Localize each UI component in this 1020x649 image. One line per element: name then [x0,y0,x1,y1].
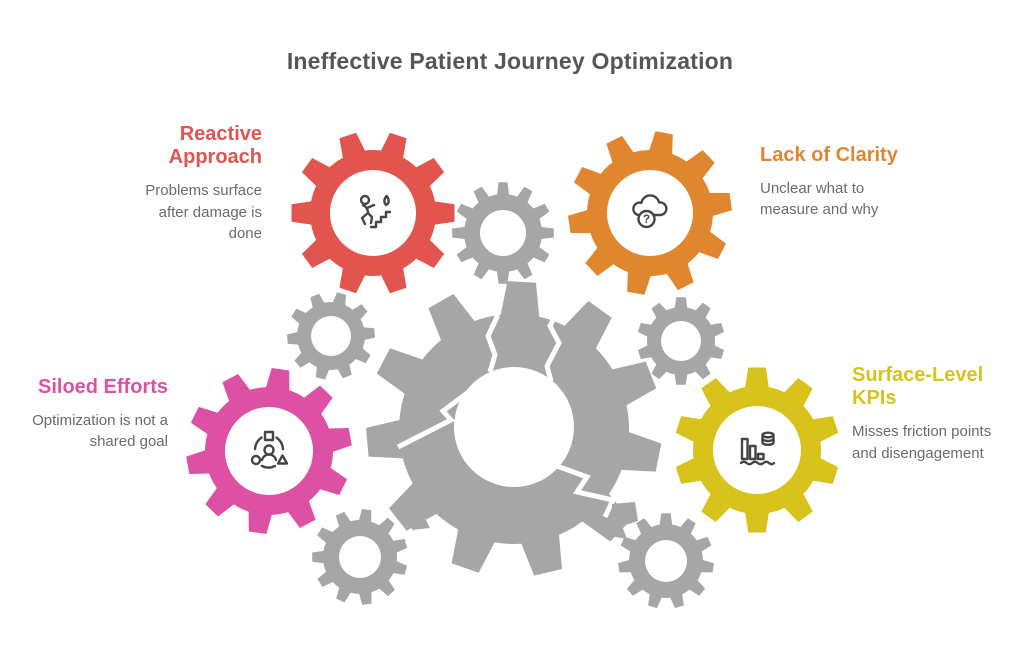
heading-lack-of-clarity: Lack of Clarity [760,144,898,166]
gear-fragment [410,492,441,530]
label-reactive-approach: Reactive Approach Problems surface after… [128,123,262,244]
body-reactive-approach: Problems surface after damage is done [145,182,262,242]
gear-surface-level-kpis [675,367,839,533]
label-surface-level-kpis: Surface-Level KPIs Misses friction point… [852,364,994,464]
gear-fragment [610,502,638,539]
background-gears [287,182,725,609]
gear-hub [330,170,416,256]
gear-crack-lines [396,288,617,519]
background-gear-hole [661,321,701,361]
crack-line [556,463,617,519]
background-gear-hole [645,540,687,582]
gear-hub [225,407,313,495]
gear-reactive-approach [291,132,455,294]
label-siloed-efforts: Siloed Efforts Optimization is not a sha… [24,376,168,453]
gear-lack-of-clarity: ? [568,131,732,295]
cloud-question-icon: ? [632,194,668,229]
heading-siloed-efforts: Siloed Efforts [37,376,168,398]
person-with-shapes-icon [250,430,289,469]
gear-hub [713,406,801,494]
crack-line [485,288,500,373]
crack-line [544,292,569,382]
submerged-bar-chart-icon [739,431,776,466]
body-siloed-efforts: Optimization is not a shared goal [32,412,168,451]
person-climbing-stairs-flame-icon [359,194,392,229]
heading-reactive-approach: Reactive Approach [168,123,262,169]
heading-surface-level-kpis: Surface-Level KPIs [852,364,984,410]
crack-line [396,388,472,450]
page-title: Ineffective Patient Journey Optimization [286,48,734,74]
body-lack-of-clarity: Unclear what to measure and why [760,180,879,219]
background-gear-hole [311,316,351,356]
background-gear-hole [480,210,526,256]
background-gear-hole [339,536,381,578]
broken-gear-fragments [410,492,638,539]
central-gear-hole [454,367,574,487]
svg-text:?: ? [643,214,650,226]
central-broken-gear [366,281,662,576]
gear-siloed-efforts [186,368,352,534]
body-surface-level-kpis: Misses friction points and disengagement [852,423,992,462]
label-lack-of-clarity: Lack of Clarity Unclear what to measure … [760,144,910,221]
